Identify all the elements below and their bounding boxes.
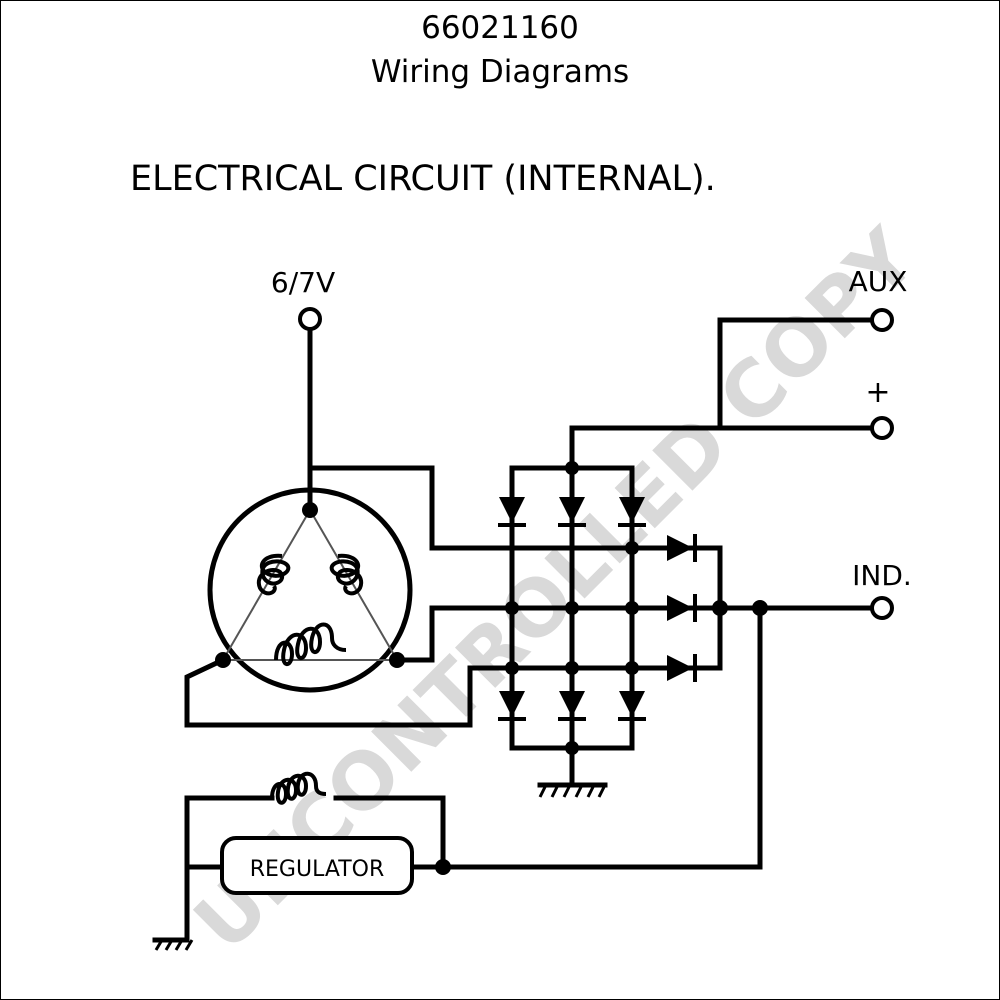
label-indicator: IND.: [852, 559, 912, 592]
page-subtitle: Wiring Diagrams: [370, 54, 630, 90]
stator-delta-winding: [222, 509, 398, 661]
terminal-indicator: [870, 596, 894, 620]
terminal-voltage: [298, 307, 322, 331]
diode-lower-2: [556, 689, 588, 721]
junction-dots: [215, 461, 768, 875]
ground-symbol-rectifier: [538, 784, 607, 798]
regulator-box: [220, 836, 414, 895]
diode-trio-2: [665, 592, 697, 624]
part-number: 66021160: [421, 10, 579, 46]
diagram-title: ELECTRICAL CIRCUIT (INTERNAL).: [130, 159, 716, 199]
diode-trio-3: [665, 652, 697, 684]
terminal-positive: [870, 416, 894, 440]
label-positive: +: [865, 375, 890, 410]
ground-symbol-regulator: [154, 939, 194, 951]
diode-lower-3: [616, 689, 648, 721]
stator-coils: [256, 553, 364, 666]
field-coil: [270, 771, 327, 805]
regulator-label: REGULATOR: [250, 857, 384, 882]
label-aux: AUX: [849, 265, 908, 298]
diode-upper-1: [496, 495, 528, 527]
terminal-aux: [870, 308, 894, 332]
diode-trio-1: [665, 532, 697, 564]
label-voltage: 6/7V: [271, 266, 335, 299]
